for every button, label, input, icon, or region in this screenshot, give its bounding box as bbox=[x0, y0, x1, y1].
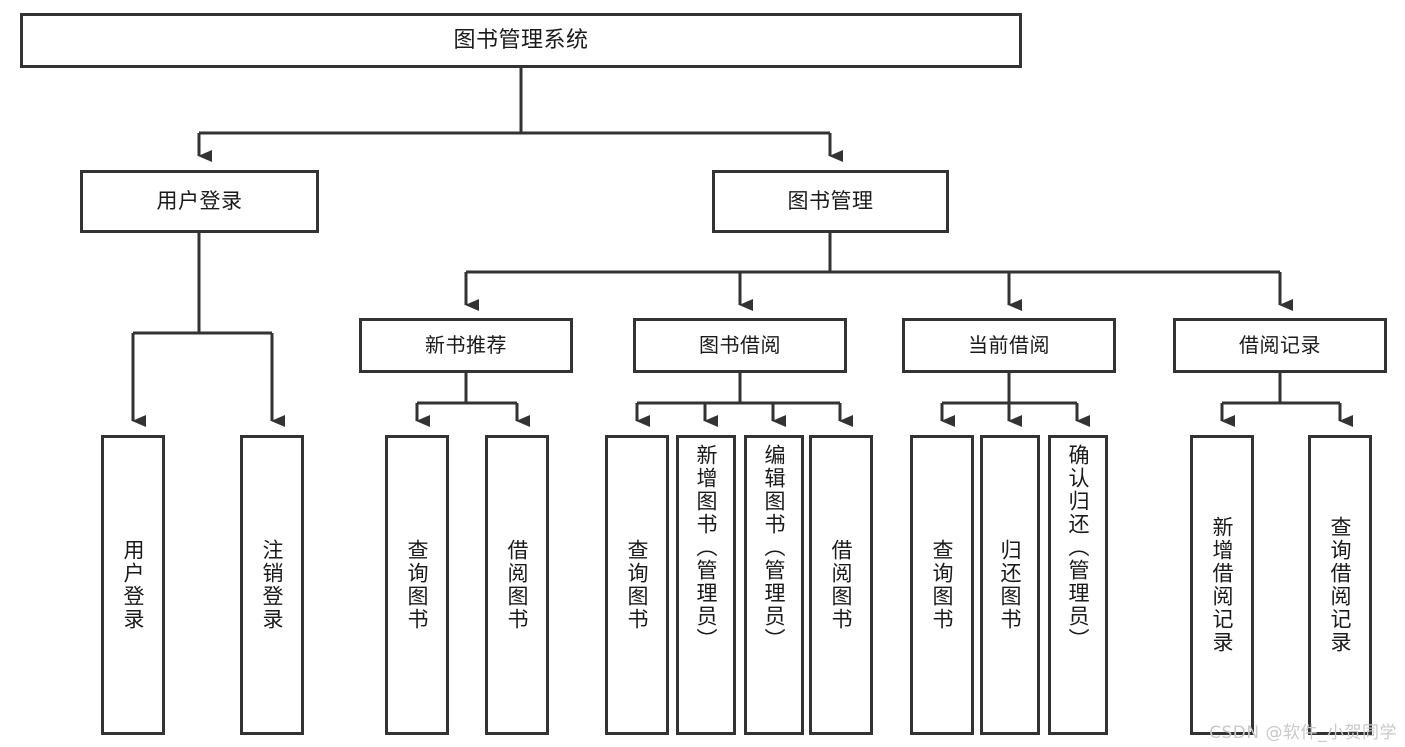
node-label: 图书借阅 bbox=[699, 333, 781, 357]
node-label: 编辑图书（管理员） bbox=[762, 444, 787, 651]
node-label: 查询图书 bbox=[405, 539, 430, 631]
leaf-user-login[interactable]: 用户登录 bbox=[101, 435, 165, 735]
node-label: 新增借阅记录 bbox=[1210, 516, 1235, 654]
node-label: 借阅图书 bbox=[505, 539, 530, 631]
leaf-edit-book-admin[interactable]: 编辑图书（管理员） bbox=[744, 435, 804, 735]
node-label: 用户登录 bbox=[121, 539, 146, 631]
leaf-return-book[interactable]: 归还图书 bbox=[980, 435, 1040, 735]
leaf-add-book-admin[interactable]: 新增图书（管理员） bbox=[676, 435, 736, 735]
node-label: 查询图书 bbox=[930, 539, 955, 631]
node-book-borrow[interactable]: 图书借阅 bbox=[633, 318, 847, 373]
node-borrow-record[interactable]: 借阅记录 bbox=[1173, 318, 1387, 373]
leaf-query-book-borrow[interactable]: 查询图书 bbox=[605, 435, 669, 735]
csdn-watermark: CSDN @软件_小贺同学 bbox=[1209, 723, 1397, 743]
node-current-borrow[interactable]: 当前借阅 bbox=[902, 318, 1116, 373]
node-label: 确认归还（管理员） bbox=[1066, 444, 1091, 651]
node-label: 借阅图书 bbox=[829, 539, 854, 631]
node-user-login[interactable]: 用户登录 bbox=[80, 170, 319, 233]
node-label: 用户登录 bbox=[156, 189, 243, 214]
node-label: 注销登录 bbox=[260, 539, 285, 631]
node-label: 新书推荐 bbox=[425, 333, 507, 357]
leaf-query-book-recommend[interactable]: 查询图书 bbox=[385, 435, 449, 735]
node-label: 当前借阅 bbox=[968, 333, 1050, 357]
leaf-confirm-return-admin[interactable]: 确认归还（管理员） bbox=[1048, 435, 1108, 735]
node-root-book-management-system[interactable]: 图书管理系统 bbox=[20, 13, 1022, 68]
node-new-book-recommend[interactable]: 新书推荐 bbox=[359, 318, 573, 373]
node-label: 图书管理 bbox=[787, 189, 874, 214]
leaf-query-book-current[interactable]: 查询图书 bbox=[910, 435, 974, 735]
leaf-logout-login[interactable]: 注销登录 bbox=[240, 435, 304, 735]
leaf-add-borrow-record[interactable]: 新增借阅记录 bbox=[1190, 435, 1254, 735]
node-label: 归还图书 bbox=[998, 539, 1023, 631]
node-label: 图书管理系统 bbox=[453, 27, 589, 53]
node-label: 新增图书（管理员） bbox=[694, 444, 719, 651]
leaf-borrow-book-recommend[interactable]: 借阅图书 bbox=[485, 435, 549, 735]
leaf-borrow-book-borrow[interactable]: 借阅图书 bbox=[809, 435, 873, 735]
node-book-management[interactable]: 图书管理 bbox=[712, 170, 949, 233]
node-label: 查询借阅记录 bbox=[1328, 516, 1353, 654]
leaf-query-borrow-record[interactable]: 查询借阅记录 bbox=[1308, 435, 1372, 735]
node-label: 借阅记录 bbox=[1239, 333, 1321, 357]
node-label: 查询图书 bbox=[625, 539, 650, 631]
